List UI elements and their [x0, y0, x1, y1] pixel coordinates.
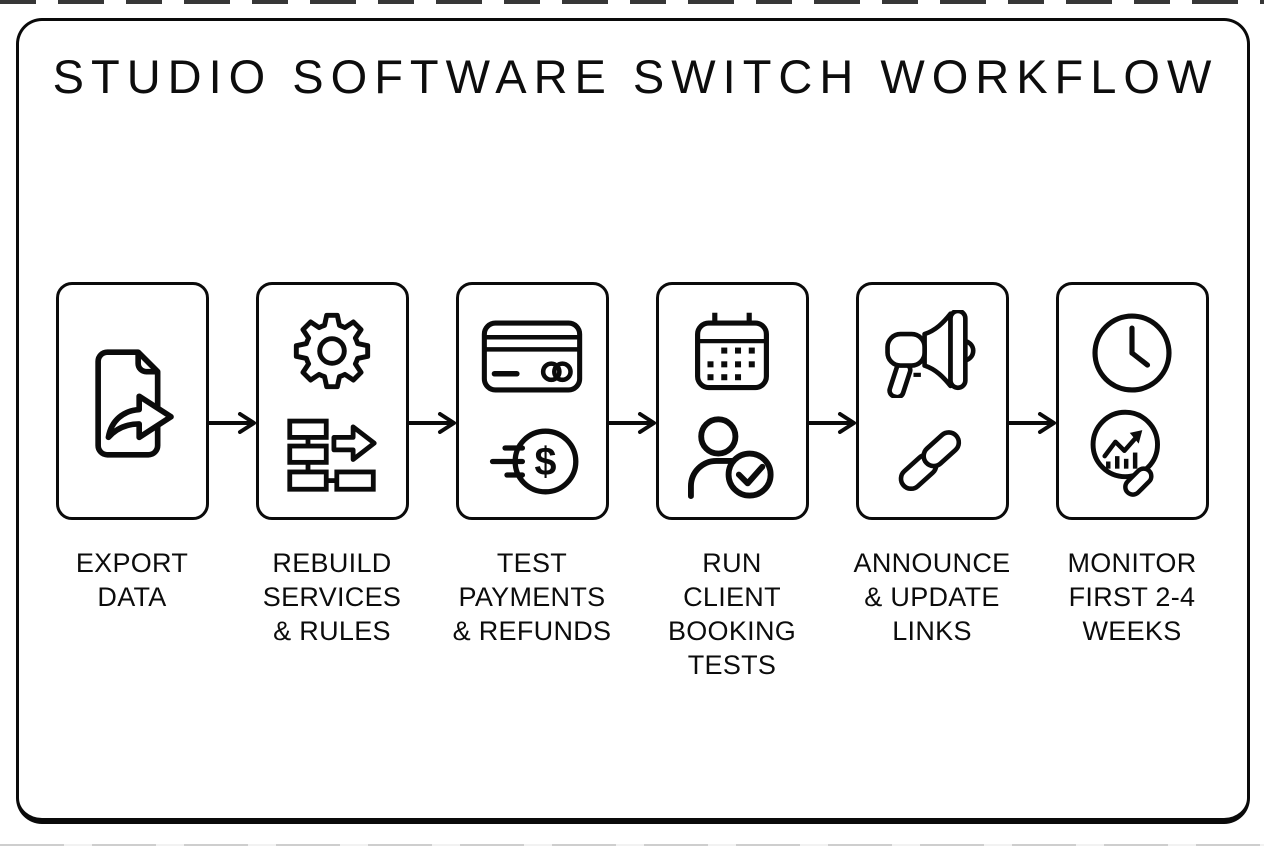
step-card [855, 282, 1009, 520]
step-test-payments-refunds: $ TEST PAYMENTS & REFUNDS [453, 282, 611, 648]
step-label: ANNOUNCE & UPDATE LINKS [853, 548, 1011, 647]
step-run-client-booking-tests: RUN CLIENT BOOKING TESTS [655, 282, 809, 682]
calendar-icon [695, 312, 769, 391]
dollar-coin-icon: $ [489, 428, 579, 495]
step-card: $ [455, 282, 609, 520]
flow-arrow [808, 282, 856, 520]
flowchart-icon [287, 418, 377, 492]
step-label: TEST PAYMENTS & REFUNDS [452, 548, 612, 647]
arrow-right-icon [808, 412, 856, 434]
flow-arrow [408, 282, 456, 520]
step-label: EXPORT DATA [75, 548, 189, 613]
page-title: STUDIO SOFTWARE SWITCH WORKFLOW [52, 50, 1219, 103]
step-card [255, 282, 409, 520]
document-export-icon [95, 349, 174, 458]
step-card [55, 282, 209, 520]
step-rebuild-services-rules: REBUILD SERVICES & RULES [255, 282, 409, 648]
workflow-row: EXPORT DATA [0, 282, 1264, 682]
arrow-right-icon [408, 412, 456, 434]
gear-icon [293, 312, 371, 390]
step-label: RUN CLIENT BOOKING TESTS [667, 548, 797, 681]
step-card [655, 282, 809, 520]
step-monitor-first-weeks: MONITOR FIRST 2-4 WEEKS [1055, 282, 1209, 648]
step-label: MONITOR FIRST 2-4 WEEKS [1067, 548, 1197, 647]
diagram-frame [16, 18, 1250, 824]
svg-text:$: $ [534, 440, 556, 484]
arrow-right-icon [1008, 412, 1056, 434]
bottom-edge-artifact [0, 844, 1264, 846]
client-check-icon [688, 416, 774, 500]
megaphone-icon [885, 310, 976, 398]
step-card [1055, 282, 1209, 520]
arrow-right-icon [608, 412, 656, 434]
step-announce-update-links: ANNOUNCE & UPDATE LINKS [854, 282, 1010, 648]
step-export-data: EXPORT DATA [55, 282, 209, 614]
flow-arrow [208, 282, 256, 520]
link-icon [898, 430, 962, 492]
flow-arrow [608, 282, 656, 520]
credit-card-icon [481, 320, 583, 393]
clock-icon [1092, 313, 1172, 393]
chart-magnifier-icon [1090, 409, 1160, 497]
top-edge-artifact [0, 0, 1264, 4]
flow-arrow [1008, 282, 1056, 520]
step-label: REBUILD SERVICES & RULES [262, 548, 402, 647]
arrow-right-icon [208, 412, 256, 434]
